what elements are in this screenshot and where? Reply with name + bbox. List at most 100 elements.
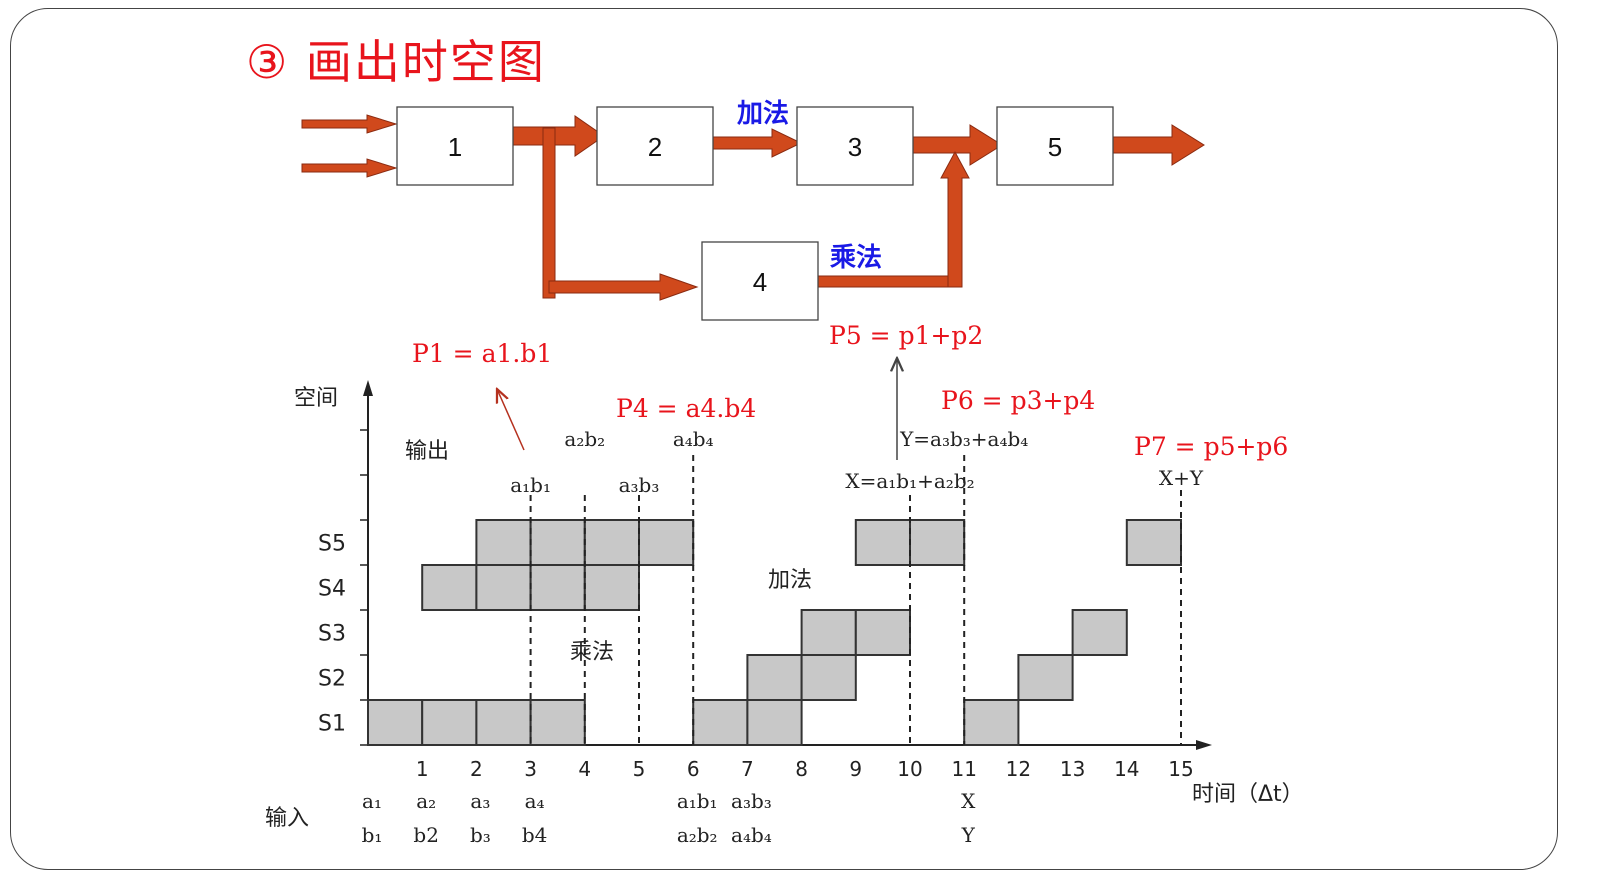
x-tick-label-15: 15	[1168, 757, 1193, 781]
output-labels: a₁b₁a₂b₂a₃b₃a₄b₄X=a₁b₁+a₂b₂Y=a₃b₃+a₄b₄X+…	[510, 427, 1204, 497]
stage-label-s3: S3	[318, 622, 346, 647]
output-label-6: X+Y	[1159, 466, 1204, 490]
cell-s5-t4	[583, 519, 640, 566]
x-tick-label-3: 3	[524, 757, 537, 781]
cell-s1-t7	[746, 699, 803, 746]
input-row1-0: a₁	[362, 789, 382, 813]
x-tick-label-8: 8	[795, 757, 808, 781]
pipeline-diagram	[301, 114, 1205, 301]
block-5-label: 5	[1048, 132, 1062, 162]
cell-s2-t8	[800, 654, 857, 701]
annotation-p1: P1 = a1.b1	[412, 339, 552, 368]
y-axis-arrowhead	[363, 380, 373, 396]
arrow-2-to-3	[712, 128, 803, 158]
output-label-4: X=a₁b₁+a₂b₂	[845, 469, 974, 493]
x-tick-label-6: 6	[687, 757, 700, 781]
block-2	[596, 106, 714, 186]
arrow-1-to-2	[512, 115, 605, 157]
add-region-label: 加法	[768, 568, 812, 593]
block-3	[796, 106, 914, 186]
cell-s1-t0	[367, 699, 424, 746]
x-tick-label-11: 11	[951, 757, 976, 781]
input-arrow-bottom	[301, 158, 398, 178]
cell-s5-t9	[854, 519, 911, 566]
input-arrow-top	[301, 114, 398, 134]
x-axis-label: 时间（Δt）	[1192, 782, 1304, 807]
annotation-p6: P6 = p3+p4	[941, 386, 1095, 415]
cell-s4-t1	[421, 564, 478, 611]
arrow-4-up	[940, 150, 970, 288]
slide-frame	[10, 8, 1558, 870]
output-label-2: a₃b₃	[619, 473, 660, 497]
x-tick-label-4: 4	[578, 757, 591, 781]
x-tick-label-13: 13	[1060, 757, 1085, 781]
add-label: 加法	[737, 99, 789, 129]
cell-s5-t5	[638, 519, 695, 566]
x-tick-label-9: 9	[849, 757, 862, 781]
input-row2-4: a₂b₂	[677, 823, 718, 847]
block-1-label: 1	[448, 132, 462, 162]
annotation-p4: P4 = a4.b4	[616, 394, 756, 423]
stage-label-s2: S2	[318, 667, 346, 692]
cell-s2-t12	[1017, 654, 1074, 701]
occupancy-cells	[367, 519, 1183, 746]
input-row2-1: b2	[413, 823, 439, 847]
block-1	[396, 106, 514, 186]
cell-s5-t3	[529, 519, 586, 566]
output-label-3: a₄b₄	[673, 427, 714, 451]
output-arrow	[1112, 124, 1205, 166]
input-row1-4: a₁b₁	[677, 789, 718, 813]
stage-labels: S1 S2 S3 S4 S5	[318, 532, 346, 737]
x-tick-label-10: 10	[897, 757, 922, 781]
output-label-5: Y=a₃b₃+a₄b₄	[899, 427, 1028, 451]
arrow-3-to-5	[912, 124, 1003, 166]
input-row1-5: a₃b₃	[731, 789, 772, 813]
y-axis-label: 空间	[294, 386, 338, 411]
mul-region-label: 乘法	[570, 640, 614, 665]
cell-s3-t9	[854, 609, 911, 656]
input-row2-0: b₁	[362, 823, 383, 847]
block-4-label: 4	[753, 267, 767, 297]
input-row1-3: a₄	[525, 789, 545, 813]
cell-s5-t2	[475, 519, 532, 566]
annotation-p7: P7 = p5+p6	[1134, 432, 1288, 461]
cell-s1-t3	[529, 699, 586, 746]
cell-s4-t4	[583, 564, 640, 611]
x-tick-label-5: 5	[633, 757, 646, 781]
cell-s1-t1	[421, 699, 478, 746]
input-row2-3: b4	[522, 823, 548, 847]
x-tick-label-12: 12	[1006, 757, 1031, 781]
arrow-to-4	[548, 273, 699, 301]
x-tick-label-1: 1	[416, 757, 429, 781]
block-5	[996, 106, 1114, 186]
annotation-p5: P5 = p1+p2	[829, 321, 983, 350]
stage-label-s5: S5	[318, 532, 346, 557]
input-row2-6: Y	[961, 823, 976, 847]
output-label: 输出	[405, 439, 449, 464]
dashed-markers	[529, 455, 1182, 745]
cell-s1-t11	[963, 699, 1020, 746]
cell-s1-t2	[475, 699, 532, 746]
mul-output-line	[817, 275, 963, 288]
cell-s3-t8	[800, 609, 857, 656]
branch-vertical	[542, 127, 556, 299]
cell-s5-t14	[1125, 519, 1183, 566]
stage-label-s1: S1	[318, 712, 346, 737]
x-axis-arrowhead	[1196, 740, 1212, 750]
block-2-label: 2	[648, 132, 662, 162]
cell-s2-t7	[746, 654, 803, 701]
output-label-1: a₂b₂	[564, 427, 605, 451]
x-tick-label-7: 7	[741, 757, 754, 781]
slide-title: ③ 画出时空图	[246, 35, 546, 89]
y-axis-ticks	[360, 429, 368, 746]
stage-label-s4: S4	[318, 577, 346, 602]
input-row2-2: b₃	[470, 823, 491, 847]
input-label: 输入	[265, 806, 309, 831]
x-tick-label-14: 14	[1114, 757, 1139, 781]
input-row1-6: X	[961, 789, 976, 813]
input-row2-5: a₄b₄	[731, 823, 772, 847]
